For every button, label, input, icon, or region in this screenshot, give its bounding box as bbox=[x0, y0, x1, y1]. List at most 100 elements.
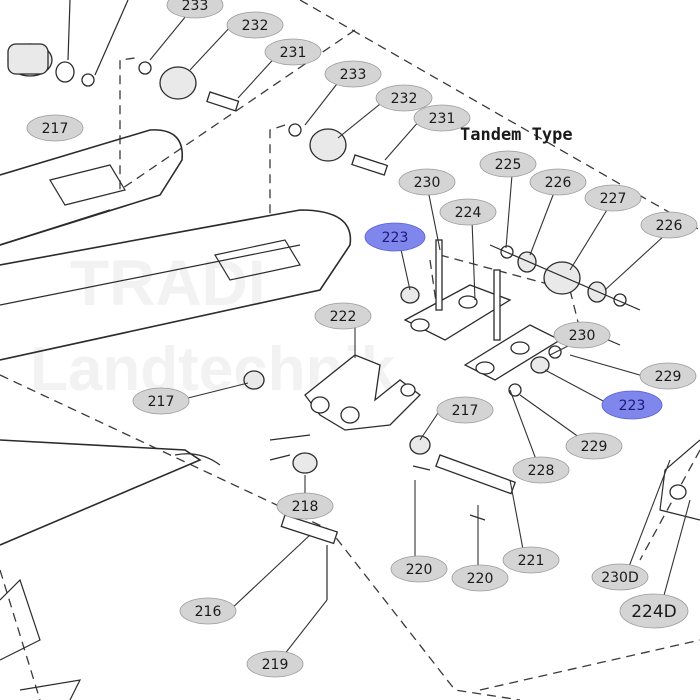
callout-bubble bbox=[314, 302, 372, 330]
callout-number: 220 bbox=[467, 571, 494, 587]
callout-bubble bbox=[26, 114, 84, 142]
callout-218: 218 bbox=[276, 492, 334, 520]
callout-number: 233 bbox=[340, 67, 367, 83]
callout-number: 217 bbox=[148, 394, 175, 410]
callout-bubble bbox=[166, 0, 224, 19]
callout-number: 224D bbox=[631, 602, 677, 622]
callout-number: 226 bbox=[545, 175, 572, 191]
callout-number: 223 bbox=[382, 230, 409, 246]
fork-arm-lower bbox=[0, 439, 221, 700]
central-bracket bbox=[243, 354, 431, 474]
roller-assembly-top bbox=[7, 0, 240, 112]
callout-number: 233 bbox=[182, 0, 209, 14]
callout-bubble bbox=[226, 11, 284, 39]
tandem-axle-parts bbox=[489, 244, 641, 311]
callout-bubble bbox=[565, 432, 623, 460]
tandem-type-label: Tandem Type bbox=[460, 125, 573, 145]
callout-219: 219 bbox=[246, 650, 304, 678]
tandem-right-fragment bbox=[659, 439, 700, 521]
callout-number: 231 bbox=[280, 45, 307, 61]
callout-bubble bbox=[640, 211, 698, 239]
callout-number: 222 bbox=[330, 309, 357, 325]
callout-224D: 224D bbox=[619, 593, 689, 629]
callout-number: 225 bbox=[495, 157, 522, 173]
callout-number: 229 bbox=[655, 369, 682, 385]
callout-bubble bbox=[439, 198, 497, 226]
callout-number: 220 bbox=[406, 562, 433, 578]
callout-number: 219 bbox=[262, 657, 289, 673]
callout-223-highlighted: 223 bbox=[601, 390, 663, 420]
callout-223-highlighted: 223 bbox=[364, 222, 426, 252]
callout-217: 217 bbox=[132, 387, 190, 415]
callout-bubble bbox=[132, 387, 190, 415]
callout-number: 217 bbox=[452, 403, 479, 419]
callout-bubble bbox=[479, 150, 537, 178]
callout-number: 217 bbox=[42, 121, 69, 137]
callout-bubble bbox=[502, 546, 560, 574]
callout-number: 230 bbox=[569, 328, 596, 344]
callout-bubble bbox=[451, 564, 509, 592]
callout-bubble bbox=[179, 597, 237, 625]
callout-231: 231 bbox=[264, 38, 322, 66]
callout-225: 225 bbox=[479, 150, 537, 178]
callout-number: 224 bbox=[455, 205, 482, 221]
callout-bubble bbox=[324, 60, 382, 88]
callout-bubble bbox=[619, 593, 689, 629]
callout-number: 232 bbox=[242, 18, 269, 34]
callout-bubble bbox=[276, 492, 334, 520]
callout-220: 220 bbox=[390, 555, 448, 583]
callout-bubble bbox=[364, 222, 426, 252]
callout-bubble bbox=[601, 390, 663, 420]
callout-number: 227 bbox=[600, 191, 627, 207]
callout-217: 217 bbox=[26, 114, 84, 142]
callout-230: 230 bbox=[553, 321, 611, 349]
callout-220: 220 bbox=[451, 564, 509, 592]
callout-layer: 233 232 231 217 233 232 231 225 226 230 224 227 226 2… bbox=[26, 0, 698, 678]
callout-231: 231 bbox=[413, 104, 471, 132]
callout-232: 232 bbox=[375, 84, 433, 112]
callout-230D: 230D bbox=[591, 563, 649, 591]
callout-222: 222 bbox=[314, 302, 372, 330]
callout-number: 218 bbox=[292, 499, 319, 515]
tandem-bracket bbox=[400, 239, 621, 397]
callout-number: 229 bbox=[581, 439, 608, 455]
callout-bubble bbox=[390, 555, 448, 583]
callout-number: 228 bbox=[528, 463, 555, 479]
callout-233: 233 bbox=[166, 0, 224, 19]
callout-number: 226 bbox=[656, 218, 683, 234]
callout-number: 231 bbox=[429, 111, 456, 127]
callout-bubble bbox=[584, 184, 642, 212]
callout-216: 216 bbox=[179, 597, 237, 625]
callout-bubble bbox=[639, 362, 697, 390]
callout-232: 232 bbox=[226, 11, 284, 39]
callout-bubble bbox=[264, 38, 322, 66]
fork-arm-upper bbox=[0, 129, 183, 246]
callout-number: 216 bbox=[195, 604, 222, 620]
callout-bubble bbox=[591, 563, 649, 591]
callout-bubble bbox=[246, 650, 304, 678]
callout-number: 232 bbox=[391, 91, 418, 107]
callout-number: 230 bbox=[414, 175, 441, 191]
pins bbox=[269, 434, 517, 600]
callout-227: 227 bbox=[584, 184, 642, 212]
callout-bubble bbox=[512, 456, 570, 484]
callout-bubble bbox=[375, 84, 433, 112]
callout-bubble bbox=[436, 396, 494, 424]
callout-228: 228 bbox=[512, 456, 570, 484]
callout-217: 217 bbox=[436, 396, 494, 424]
callout-number: 223 bbox=[619, 398, 646, 414]
callout-229: 229 bbox=[639, 362, 697, 390]
callout-number: 230D bbox=[601, 570, 639, 586]
callout-bubble bbox=[529, 168, 587, 196]
callout-226: 226 bbox=[529, 168, 587, 196]
callout-bubble bbox=[413, 104, 471, 132]
callout-bubble bbox=[553, 321, 611, 349]
roller-assembly-middle bbox=[288, 123, 389, 176]
callout-226: 226 bbox=[640, 211, 698, 239]
callout-224: 224 bbox=[439, 198, 497, 226]
callout-221: 221 bbox=[502, 546, 560, 574]
callout-bubble bbox=[398, 168, 456, 196]
